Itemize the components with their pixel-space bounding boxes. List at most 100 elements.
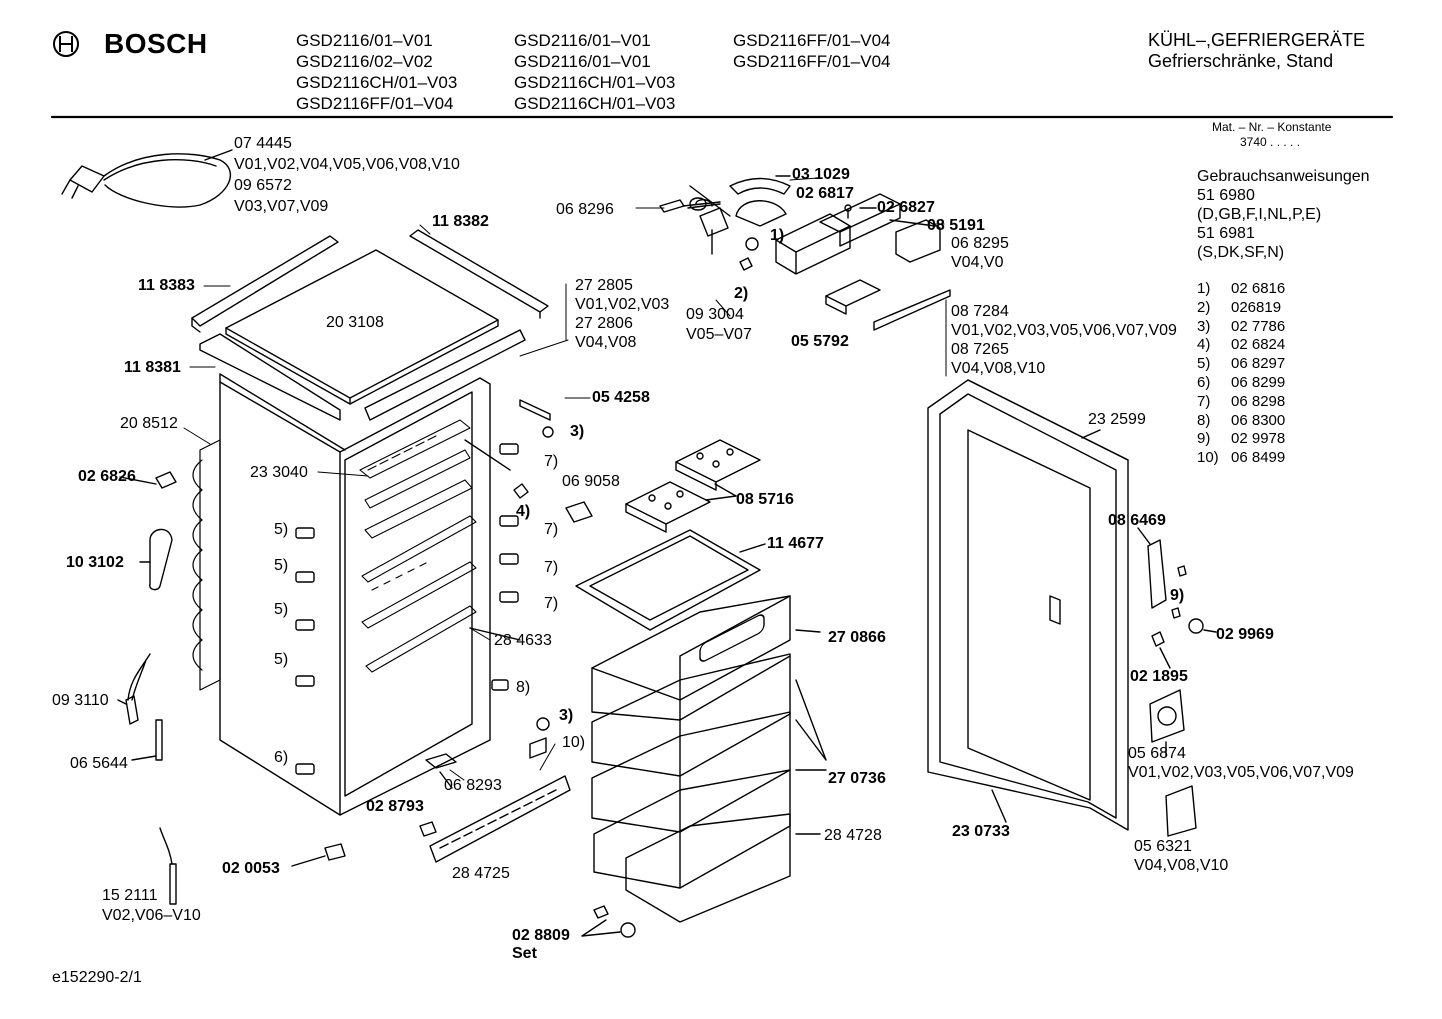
control-parts bbox=[659, 177, 951, 331]
part-118382: 11 8382 bbox=[432, 213, 489, 230]
part-284728: 28 4728 bbox=[824, 827, 882, 844]
model-list-3: GSD2116FF/01–V04 GSD2116FF/01–V04 bbox=[733, 30, 891, 72]
footnote-number: 1) bbox=[1197, 280, 1211, 297]
manual-line-1: 51 6980 bbox=[1197, 187, 1255, 204]
mat-nr-value: 3740 . . . . . bbox=[1240, 135, 1301, 149]
callout-8: 8) bbox=[516, 679, 531, 696]
mat-nr-label: Mat. – Nr. – Konstante bbox=[1212, 120, 1332, 134]
top-variants-1: V01,V02,V03 bbox=[575, 296, 670, 313]
model-3-1: GSD2116FF/01–V04 bbox=[733, 31, 891, 50]
sensor-variants: V02,V06–V10 bbox=[102, 907, 201, 924]
footnote-part: 026819 bbox=[1231, 298, 1282, 316]
lamp-variants: V04,V0 bbox=[951, 254, 1004, 271]
part-065644: 06 5644 bbox=[70, 755, 128, 772]
callout-5b: 5) bbox=[274, 557, 289, 574]
door bbox=[927, 379, 1129, 831]
part-230733: 23 0733 bbox=[952, 823, 1010, 840]
callout-10: 10) bbox=[562, 734, 586, 751]
category-line-1: KÜHL–,GEFRIERGERÄTE bbox=[1148, 30, 1366, 50]
part-096572: 09 6572 bbox=[234, 177, 292, 194]
footnote-number: 8) bbox=[1197, 411, 1211, 429]
footnote-part: 06 8298 bbox=[1231, 392, 1286, 410]
footnote-number: 5) bbox=[1197, 355, 1211, 373]
footnote-part: 06 8499 bbox=[1231, 449, 1286, 467]
category: KÜHL–,GEFRIERGERÄTE Gefrierschränke, Sta… bbox=[1148, 30, 1365, 72]
model-1-3: GSD2116CH/01–V03 bbox=[296, 73, 458, 92]
part-086469: 08 6469 bbox=[1108, 512, 1166, 529]
callout-7b: 7) bbox=[544, 521, 559, 538]
part-020053: 02 0053 bbox=[222, 860, 280, 877]
footnote-part: 02 7786 bbox=[1231, 317, 1286, 335]
part-233040: 23 3040 bbox=[250, 464, 308, 481]
cover-variants: V04,V08,V10 bbox=[1134, 857, 1229, 874]
footnote-part: 06 8299 bbox=[1231, 373, 1286, 391]
condenser-coil bbox=[192, 439, 221, 691]
footnote-number: 10) bbox=[1197, 449, 1219, 467]
part-054258: 05 4258 bbox=[592, 389, 650, 406]
part-026827: 02 6827 bbox=[877, 199, 935, 216]
part-103102: 10 3102 bbox=[66, 554, 124, 571]
part-074445: 07 4445 bbox=[234, 135, 292, 152]
model-2-3: GSD2116CH/01–V03 bbox=[514, 73, 676, 92]
part-026826: 02 6826 bbox=[78, 468, 136, 485]
plinth-grille bbox=[429, 775, 571, 863]
part-021895: 02 1895 bbox=[1130, 668, 1188, 685]
part-208512: 20 8512 bbox=[120, 415, 178, 432]
model-list-1: GSD2116/01–V01 GSD2116/02–V02 GSD2116CH/… bbox=[296, 30, 457, 114]
footnote-number: 2) bbox=[1197, 298, 1211, 316]
clips bbox=[295, 443, 519, 775]
footnote-part: 06 8300 bbox=[1231, 411, 1286, 429]
manual-line-3: 51 6981 bbox=[1197, 225, 1255, 242]
part-118383: 11 8383 bbox=[138, 277, 195, 294]
callout-4: 4) bbox=[516, 503, 531, 520]
part-028809: 02 8809 bbox=[512, 927, 570, 944]
part-272805: 27 2805 bbox=[575, 277, 633, 294]
manuals-title: Gebrauchsanweisungen bbox=[1197, 168, 1370, 185]
top-rails bbox=[191, 229, 549, 333]
cable-variants-1: V01,V02,V04,V05,V06,V08,V10 bbox=[234, 156, 460, 173]
part-031029: 03 1029 bbox=[792, 166, 850, 183]
part-026817: 02 6817 bbox=[796, 185, 854, 202]
footnote-number: 4) bbox=[1197, 336, 1211, 354]
manual-line-2: (D,GB,F,I,NL,P,E) bbox=[1197, 206, 1322, 223]
model-2-4: GSD2116CH/01–V03 bbox=[514, 94, 676, 113]
cabinet-body bbox=[219, 373, 491, 816]
cable-variants-2: V03,V07,V09 bbox=[234, 198, 329, 215]
power-cable bbox=[61, 149, 233, 208]
part-055792: 05 5792 bbox=[791, 333, 849, 350]
drawers bbox=[591, 595, 791, 923]
panel-variants-1: V01,V02,V03,V05,V06,V07,V09 bbox=[951, 322, 1177, 339]
part-118381: 11 8381 bbox=[124, 359, 181, 376]
part-056874: 05 6874 bbox=[1128, 745, 1186, 762]
callout-2: 2) bbox=[734, 285, 749, 302]
callout-7c: 7) bbox=[544, 559, 559, 576]
footnote-part: 02 6816 bbox=[1231, 280, 1286, 297]
callout-3a: 3) bbox=[570, 423, 585, 440]
part-029969: 02 9969 bbox=[1216, 626, 1274, 643]
part-270736: 27 0736 bbox=[828, 770, 886, 787]
footnote-number: 9) bbox=[1197, 430, 1211, 448]
document-id: e152290-2/1 bbox=[52, 969, 142, 986]
part-093004: 09 3004 bbox=[686, 306, 744, 323]
ice-packs bbox=[625, 439, 761, 533]
part-284725: 28 4725 bbox=[452, 865, 510, 882]
model-2-2: GSD2116/01–V01 bbox=[514, 52, 651, 71]
model-2-1: GSD2116/01–V01 bbox=[514, 31, 651, 50]
part-085191: 08 5191 bbox=[927, 217, 985, 234]
part-069058: 06 9058 bbox=[562, 473, 620, 490]
category-line-2: Gefrierschränke, Stand bbox=[1148, 51, 1334, 71]
manual-line-4: (S,DK,SF,N) bbox=[1197, 244, 1285, 261]
footnote-number: 3) bbox=[1197, 317, 1211, 335]
footnote-part: 02 6824 bbox=[1231, 336, 1286, 354]
part-085716: 08 5716 bbox=[736, 491, 794, 508]
part-114677: 11 4677 bbox=[767, 535, 824, 552]
top-variants-2: V04,V08 bbox=[575, 334, 637, 351]
part-087265: 08 7265 bbox=[951, 341, 1009, 358]
part-068293: 06 8293 bbox=[444, 777, 502, 794]
callout-7a: 7) bbox=[544, 453, 559, 470]
top-plate bbox=[225, 249, 499, 405]
part-232599: 23 2599 bbox=[1088, 411, 1146, 428]
callout-5a: 5) bbox=[274, 521, 289, 538]
part-152111: 15 2111 bbox=[102, 887, 158, 904]
